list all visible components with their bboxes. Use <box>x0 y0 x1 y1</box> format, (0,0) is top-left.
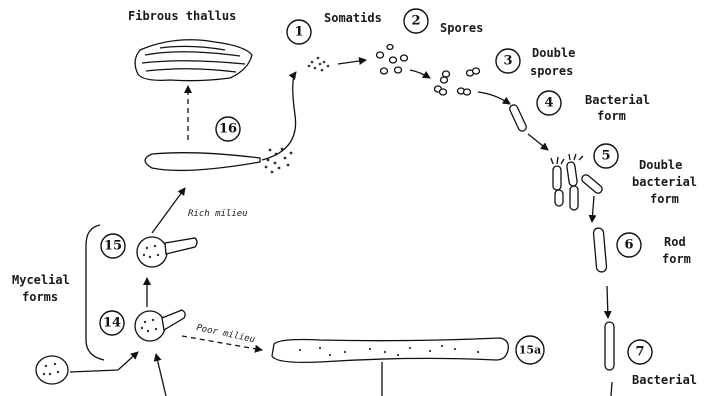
mycelial-forms-label-line2: forms <box>22 290 58 304</box>
fibrous-thallus-drawing <box>135 40 252 81</box>
double-spores-label-line2: spores <box>530 64 573 78</box>
stage-15-drawing <box>137 237 197 267</box>
arrow-bottom-to-14 <box>156 354 166 396</box>
arrow-bacterial-to-double-bacterial <box>528 134 548 150</box>
stage-4-number: 4 <box>544 96 553 111</box>
double-bacterial-label-line1: Double <box>639 158 682 172</box>
arrow-somatids-to-spores <box>338 60 366 64</box>
bacterial-form-drawing <box>508 104 527 133</box>
stage-15-number: 15 <box>104 239 122 254</box>
stage-2-number: 2 <box>411 14 420 29</box>
stage-6-number: 6 <box>624 238 633 253</box>
rich-milieu-label: Rich milieu <box>188 209 248 219</box>
double-bacterial-label-line3: form <box>650 192 679 206</box>
double-bacterial-label-line2: bacterial <box>632 175 697 189</box>
arrow-cell-to-14 <box>70 352 138 372</box>
double-spores-drawing <box>435 68 480 95</box>
arrow-rod-to-stage7 <box>607 286 608 318</box>
stage-7-drawing <box>605 322 614 396</box>
stage-16-number: 16 <box>219 122 237 137</box>
mycelial-forms-label-line1: Mycelial <box>12 273 70 287</box>
arrow-16-to-somatids <box>262 72 296 160</box>
arrow-15-to-16 <box>152 188 185 233</box>
stage-7-number: 7 <box>635 345 644 360</box>
stage-14-number: 14 <box>103 316 121 331</box>
spores-label: Spores <box>440 21 483 35</box>
stage-3-number: 3 <box>503 54 512 69</box>
stage-15a-number: 15a <box>519 344 541 357</box>
bacterial-bottom-label: Bacterial <box>632 373 697 387</box>
somatids-label: Somatids <box>324 11 382 25</box>
arrow-double-bacterial-to-rod <box>592 196 594 222</box>
poor-milieu-label: Poor milieu <box>195 323 255 345</box>
rod-form-label-line2: form <box>662 252 691 266</box>
fibrous-thallus-label: Fibrous thallus <box>128 9 236 23</box>
rod-form-drawing <box>593 228 607 273</box>
rod-form-label-line1: Rod <box>664 235 686 249</box>
bacterial-form-label-line1: Bacterial <box>585 93 650 107</box>
bottom-left-cell <box>36 356 68 384</box>
spores-drawing <box>377 45 408 75</box>
stage-1-number: 1 <box>294 25 303 40</box>
somatids-drawing <box>308 57 330 72</box>
double-spores-label-line1: Double <box>532 46 575 60</box>
stage-16-drawing <box>145 148 292 174</box>
stage-14-drawing <box>135 310 185 341</box>
stage-5-number: 5 <box>601 149 610 164</box>
bacterial-form-label-line2: form <box>597 109 626 123</box>
stage-15a-drawing <box>272 338 508 362</box>
arrow-double-to-bacterial <box>478 92 510 104</box>
arrow-spores-to-double <box>410 70 430 78</box>
